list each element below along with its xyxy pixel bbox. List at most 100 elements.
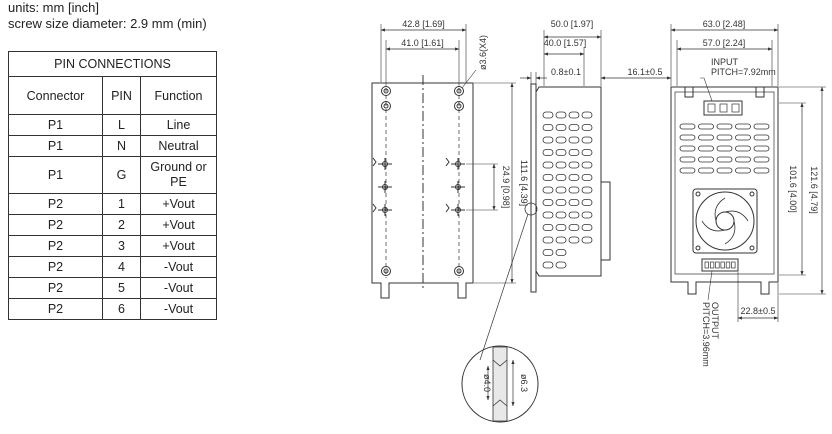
crosshair-mark bbox=[451, 158, 465, 170]
arrow-mark bbox=[372, 157, 377, 167]
vent-slot bbox=[581, 124, 593, 131]
vent-slot bbox=[542, 236, 554, 244]
notes: units: mm [inch] screw size diameter: 2.… bbox=[8, 0, 207, 32]
dim-50-0: 50.0 [1.97] bbox=[551, 19, 594, 29]
vent-slot bbox=[698, 156, 714, 163]
detail-circle bbox=[461, 345, 539, 423]
vent-slot bbox=[581, 149, 593, 156]
vent-slot bbox=[542, 149, 554, 156]
mounting-hole bbox=[381, 86, 391, 96]
vent-slot bbox=[753, 156, 770, 163]
table-row: P1 G Ground or PE bbox=[8, 156, 218, 194]
vent-slot bbox=[581, 236, 593, 244]
cell-connector: P2 bbox=[8, 298, 103, 320]
vent-slot bbox=[542, 136, 554, 144]
leader-line bbox=[461, 69, 477, 89]
vent-grid bbox=[679, 123, 770, 174]
input-pin bbox=[707, 103, 716, 113]
dim-40-0: 40.0 [1.57] bbox=[544, 38, 587, 48]
table-row: P1 L Line bbox=[8, 114, 218, 136]
input-pitch-label: PITCH=7.92mm bbox=[711, 67, 776, 77]
arrow-mark bbox=[445, 203, 450, 213]
vent-slot bbox=[568, 199, 580, 206]
vent-slot bbox=[581, 174, 593, 181]
vent-slot bbox=[679, 167, 696, 174]
vent-slot bbox=[698, 167, 714, 174]
output-connector bbox=[701, 258, 739, 272]
dim-111-6: 111.6 [4.39] bbox=[519, 160, 529, 206]
vent-slot bbox=[555, 199, 567, 206]
table-row: P2 2 +Vout bbox=[8, 214, 218, 236]
header-function: Function bbox=[139, 76, 218, 115]
output-pitch-label: PITCH=3.96mm bbox=[701, 302, 711, 367]
vent-slot bbox=[568, 136, 580, 144]
mounting-hole bbox=[454, 86, 464, 96]
output-pin bbox=[720, 261, 725, 269]
cell-pin: 6 bbox=[102, 298, 141, 320]
vent-slot bbox=[555, 236, 567, 244]
vent-slot bbox=[542, 211, 554, 219]
vent-slot bbox=[753, 134, 770, 141]
vent-slot bbox=[716, 123, 733, 130]
countersink bbox=[492, 359, 508, 407]
vent-slot bbox=[679, 123, 696, 130]
vent-slot bbox=[555, 124, 567, 131]
vent-slot bbox=[555, 174, 567, 181]
dim-22-8: 22.8±0.5 bbox=[741, 306, 776, 316]
table-row: P2 4 -Vout bbox=[8, 256, 218, 278]
vent-slot bbox=[753, 123, 770, 130]
header-pin: PIN bbox=[102, 76, 141, 115]
output-pin bbox=[731, 261, 736, 269]
vent-slot bbox=[542, 249, 554, 256]
vent-slot bbox=[581, 211, 593, 219]
arrow-mark bbox=[445, 157, 450, 167]
dim-63-0: 63.0 [2.48] bbox=[703, 19, 746, 29]
vent-slot bbox=[716, 134, 733, 141]
table-row: P2 6 -Vout bbox=[8, 298, 218, 320]
vent-slot bbox=[716, 167, 733, 174]
vent-slot bbox=[679, 145, 696, 152]
vent-slot bbox=[753, 167, 770, 174]
units-note: units: mm [inch] bbox=[8, 0, 100, 15]
side-view bbox=[520, 30, 672, 293]
detail-section bbox=[492, 346, 508, 422]
rear-view bbox=[670, 24, 826, 322]
vent-slot bbox=[568, 186, 580, 194]
vent-slot bbox=[555, 211, 567, 219]
cell-connector: P2 bbox=[8, 235, 103, 257]
mounting-hole bbox=[381, 266, 391, 276]
cell-function: +Vout bbox=[139, 193, 218, 215]
vent-slot bbox=[555, 111, 567, 119]
table-row: P2 3 +Vout bbox=[8, 235, 218, 257]
crosshair-mark bbox=[451, 204, 465, 216]
vent-slot bbox=[568, 149, 580, 156]
input-pin bbox=[719, 103, 728, 113]
dim-41-0: 41.0 [1.61] bbox=[401, 38, 444, 48]
output-leader bbox=[707, 270, 713, 301]
vent-slot bbox=[581, 186, 593, 194]
output-pin bbox=[704, 261, 709, 269]
cell-function: -Vout bbox=[139, 277, 218, 299]
vent-slot bbox=[542, 161, 554, 169]
crosshair-mark bbox=[451, 181, 465, 193]
vent-slot bbox=[698, 123, 714, 130]
vent-slot bbox=[716, 156, 733, 163]
input-leader bbox=[700, 77, 713, 102]
mounting-hole bbox=[381, 101, 391, 111]
pin-connections-table: PIN CONNECTIONS Connector PIN Function P… bbox=[7, 51, 218, 320]
vent-slot bbox=[679, 134, 696, 141]
dim-57-0: 57.0 [2.24] bbox=[703, 38, 746, 48]
fan bbox=[692, 188, 758, 254]
crosshair-mark bbox=[378, 158, 392, 170]
vent-slot bbox=[542, 111, 554, 119]
vent-slot bbox=[555, 136, 567, 144]
dim-detail-outer: ø6.3 bbox=[519, 374, 529, 392]
cell-function: +Vout bbox=[139, 214, 218, 236]
side-plate bbox=[530, 83, 537, 293]
vent-slot bbox=[555, 186, 567, 194]
rear-tab bbox=[755, 86, 765, 98]
rear-inner-outline bbox=[674, 91, 775, 275]
vent-slot bbox=[735, 145, 751, 152]
output-pins bbox=[704, 261, 736, 269]
